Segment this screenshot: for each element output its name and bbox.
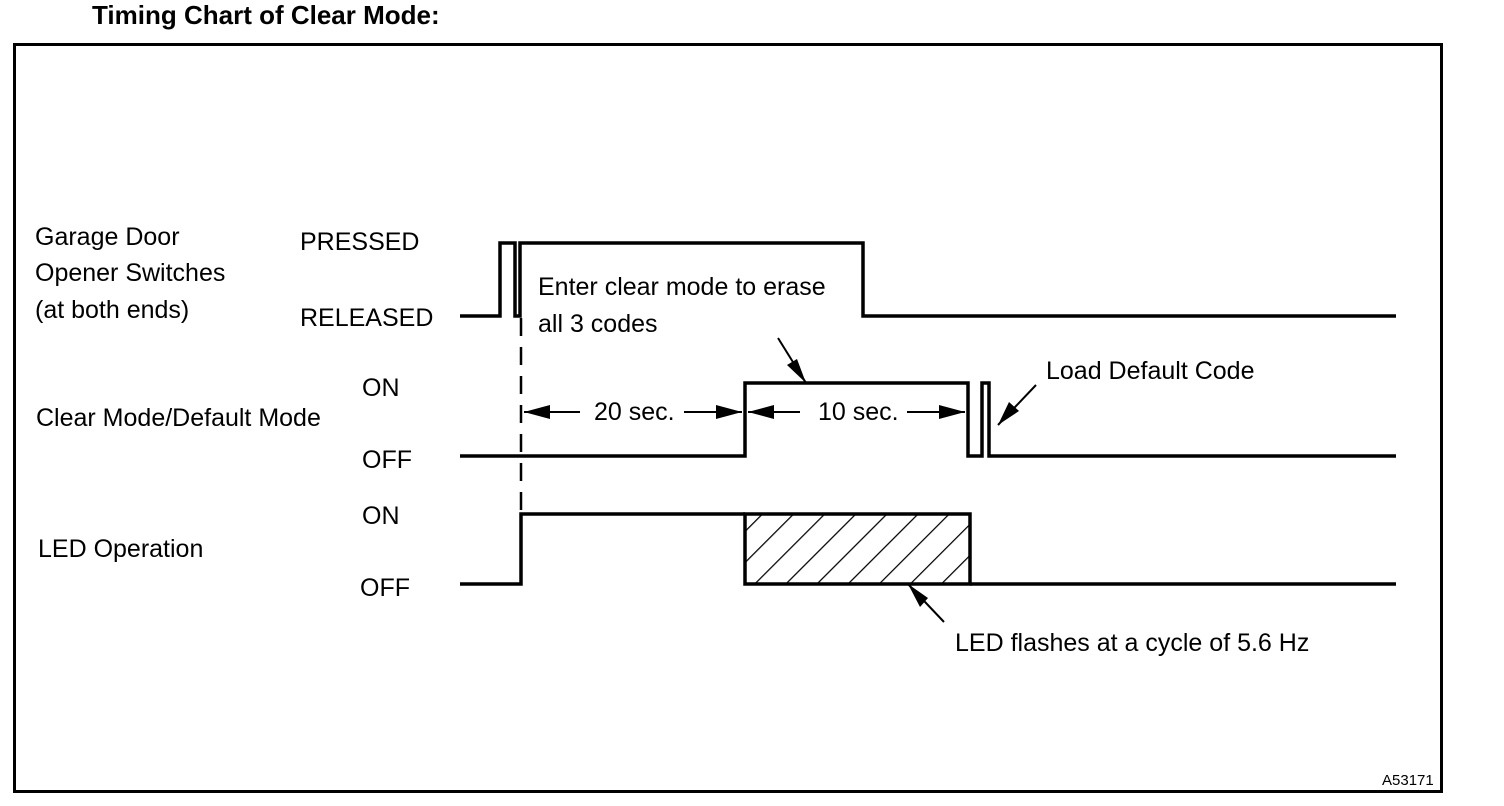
clear-mode-on-label: ON (362, 374, 400, 402)
figure-code: A53171 (1382, 772, 1434, 789)
switch-waveform (460, 241, 1396, 318)
switch-name-line-3: (at both ends) (35, 296, 189, 324)
switch-name-line-1: Garage Door (35, 223, 180, 251)
switch-name-line-2: Opener Switches (35, 259, 225, 287)
interval-20-arrow (524, 405, 742, 419)
interval-20-label: 20 sec. (594, 398, 675, 426)
clear-mode-pointer-arrow (777, 337, 807, 384)
chart-title: Timing Chart of Clear Mode: (92, 0, 440, 30)
switch-signal-label: Garage Door Opener Switches (at both end… (35, 223, 225, 324)
led-flash-pointer-arrow (907, 583, 945, 623)
led-name: LED Operation (38, 535, 203, 563)
enter-clear-text-line-1: Enter clear mode to erase (538, 273, 826, 301)
led-on-label: ON (362, 502, 400, 530)
led-flashing-block (743, 512, 972, 586)
switch-pressed-label: PRESSED (300, 228, 419, 256)
clear-mode-off-label: OFF (362, 446, 412, 474)
interval-10-arrow (748, 405, 965, 419)
switch-released-label: RELEASED (300, 304, 433, 332)
enter-clear-text-line-2: all 3 codes (538, 310, 658, 338)
led-flash-label: LED flashes at a cycle of 5.6 Hz (955, 629, 1309, 657)
load-default-pointer-arrow (997, 384, 1037, 426)
diagram-frame (13, 43, 1443, 793)
led-waveform (460, 512, 1396, 586)
clear-mode-name: Clear Mode/Default Mode (36, 404, 321, 432)
load-default-label: Load Default Code (1046, 357, 1254, 385)
clear-mode-waveform (460, 381, 1396, 458)
led-off-label: OFF (360, 574, 410, 602)
interval-10-label: 10 sec. (818, 398, 899, 426)
